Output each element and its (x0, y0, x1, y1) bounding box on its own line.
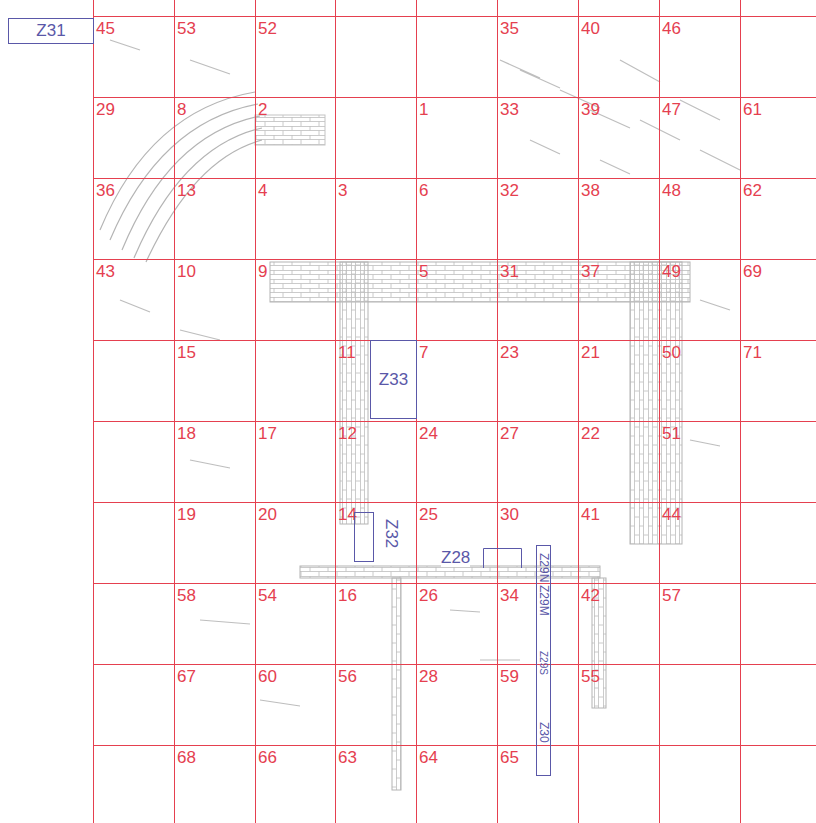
grid-square-number: 11 (338, 344, 356, 362)
trench-strip: Z29N Z29M Z29S Z30 (536, 545, 551, 776)
trench-label: Z29M (538, 585, 550, 616)
grid-square-number: 61 (743, 101, 762, 119)
grid-square-number: 34 (500, 587, 519, 605)
grid-square-number: 49 (662, 263, 681, 281)
trench-bracket (484, 549, 522, 569)
grid-square-number: 71 (743, 344, 762, 362)
grid-square-number: 64 (419, 749, 438, 767)
grid-square-number: 4 (258, 182, 267, 200)
grid-square-number: 46 (662, 20, 681, 38)
grid-square-number: 17 (258, 425, 277, 443)
grid (93, 0, 816, 823)
grid-square-number: 27 (500, 425, 519, 443)
grid-square-number: 39 (581, 101, 600, 119)
grid-square-number: 66 (258, 749, 277, 767)
grid-square-number: 36 (96, 182, 115, 200)
grid-line (94, 0, 741, 823)
grid-square-number: 29 (96, 101, 115, 119)
grid-square-number: 12 (338, 425, 357, 443)
grid-square-number: 23 (500, 344, 519, 362)
trench-label: Z33 (379, 371, 408, 389)
grid-square-number: 2 (258, 101, 267, 119)
wall (270, 262, 690, 302)
grid-square-number: 30 (500, 506, 519, 524)
grid-square-number: 10 (177, 263, 196, 281)
trench-box: Z32 (354, 512, 374, 562)
grid-square-number: 42 (581, 587, 600, 605)
grid-square-number: 6 (419, 182, 428, 200)
grid-square-number: 65 (500, 749, 519, 767)
grid-square-number: 62 (743, 182, 762, 200)
wall (340, 262, 368, 524)
grid-square-number: 28 (419, 668, 438, 686)
grid-square-number: 16 (338, 587, 357, 605)
trench-label: Z31 (36, 22, 65, 40)
grid-square-number: 18 (177, 425, 196, 443)
grid-square-number: 51 (662, 425, 681, 443)
grid-square-number: 57 (662, 587, 681, 605)
grid-square-number: 63 (338, 749, 357, 767)
grid-square-number: 47 (662, 101, 681, 119)
grid-square-number: 7 (419, 344, 428, 362)
stone-hatching (110, 40, 740, 706)
grid-square-number: 58 (177, 587, 196, 605)
grid-square-number: 44 (662, 506, 681, 524)
grid-square-number: 45 (96, 20, 115, 38)
trench-label: Z29N (538, 553, 550, 582)
wall-sketch (100, 40, 740, 790)
grid-square-number: 40 (581, 20, 600, 38)
grid-square-number: 22 (581, 425, 600, 443)
grid-square-number: 35 (500, 20, 519, 38)
grid-square-number: 31 (500, 263, 519, 281)
grid-square-number: 37 (581, 263, 600, 281)
arc-wall (100, 92, 262, 262)
trench-label: Z29S (538, 651, 548, 675)
grid-square-number: 24 (419, 425, 438, 443)
grid-square-number: 54 (258, 587, 277, 605)
grid-square-number: 38 (581, 182, 600, 200)
grid-square-number: 32 (500, 182, 519, 200)
grid-square-number: 26 (419, 587, 438, 605)
grid-square-number: 1 (419, 101, 428, 119)
wall (392, 578, 401, 790)
grid-square-number: 5 (419, 263, 428, 281)
grid-square-number: 15 (177, 344, 196, 362)
trench-label: Z30 (538, 722, 550, 743)
grid-square-number: 56 (338, 668, 357, 686)
trench-label: Z28 (441, 549, 470, 567)
grid-square-number: 43 (96, 263, 115, 281)
grid-square-number: 48 (662, 182, 681, 200)
trench-box: Z31 (8, 18, 94, 44)
grid-square-number: 68 (177, 749, 196, 767)
wall (300, 566, 600, 578)
grid-square-number: 52 (258, 20, 277, 38)
grid-square-number: 41 (581, 506, 600, 524)
grid-square-number: 55 (581, 668, 600, 686)
trench-label: Z32 (383, 519, 400, 548)
grid-square-number: 69 (743, 263, 762, 281)
grid-square-number: 20 (258, 506, 277, 524)
grid-square-number: 67 (177, 668, 196, 686)
grid-square-number: 13 (177, 182, 196, 200)
grid-square-number: 21 (581, 344, 600, 362)
trench-box: Z33 (370, 340, 417, 419)
grid-square-number: 3 (338, 182, 347, 200)
grid-square-number: 50 (662, 344, 681, 362)
wall (630, 262, 682, 544)
wall (255, 115, 325, 145)
grid-square-number: 60 (258, 668, 277, 686)
grid-square-number: 19 (177, 506, 196, 524)
grid-square-number: 33 (500, 101, 519, 119)
grid-square-number: 25 (419, 506, 438, 524)
grid-square-number: 9 (258, 263, 267, 281)
grid-square-number: 59 (500, 668, 519, 686)
grid-square-number: 53 (177, 20, 196, 38)
grid-line (93, 17, 816, 746)
grid-square-number: 8 (177, 101, 186, 119)
